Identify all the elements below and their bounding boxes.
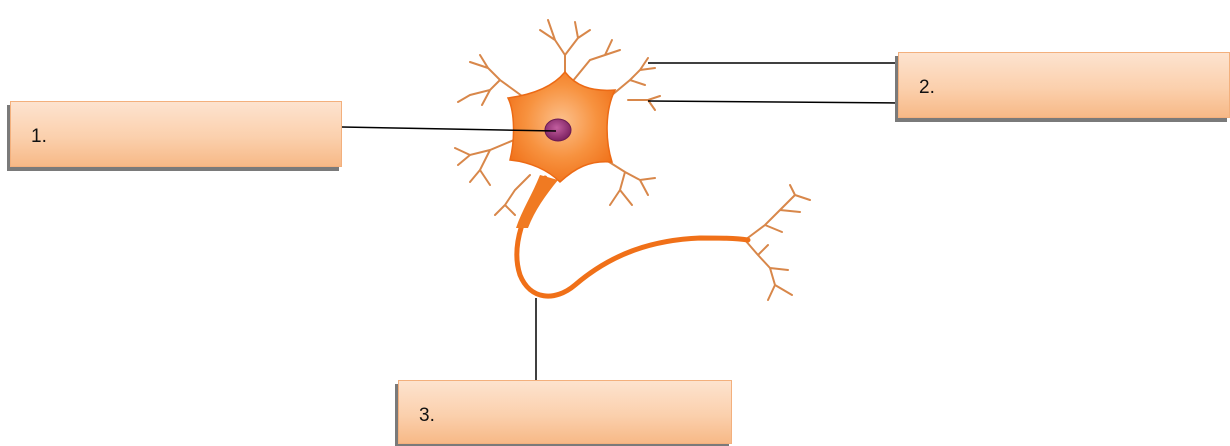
leader-lines: [342, 63, 898, 380]
label-box-3[interactable]: 3.: [398, 380, 732, 444]
dendrites: [455, 20, 810, 300]
label-box-2[interactable]: 2.: [898, 52, 1230, 118]
nucleus: [545, 119, 571, 141]
label-box-1-text: 1.: [31, 126, 47, 148]
axon: [517, 178, 748, 296]
label-box-2-text: 2.: [919, 77, 935, 99]
leader-line-2b: [648, 101, 898, 103]
label-box-1[interactable]: 1.: [10, 101, 342, 167]
label-box-3-text: 3.: [419, 405, 435, 427]
